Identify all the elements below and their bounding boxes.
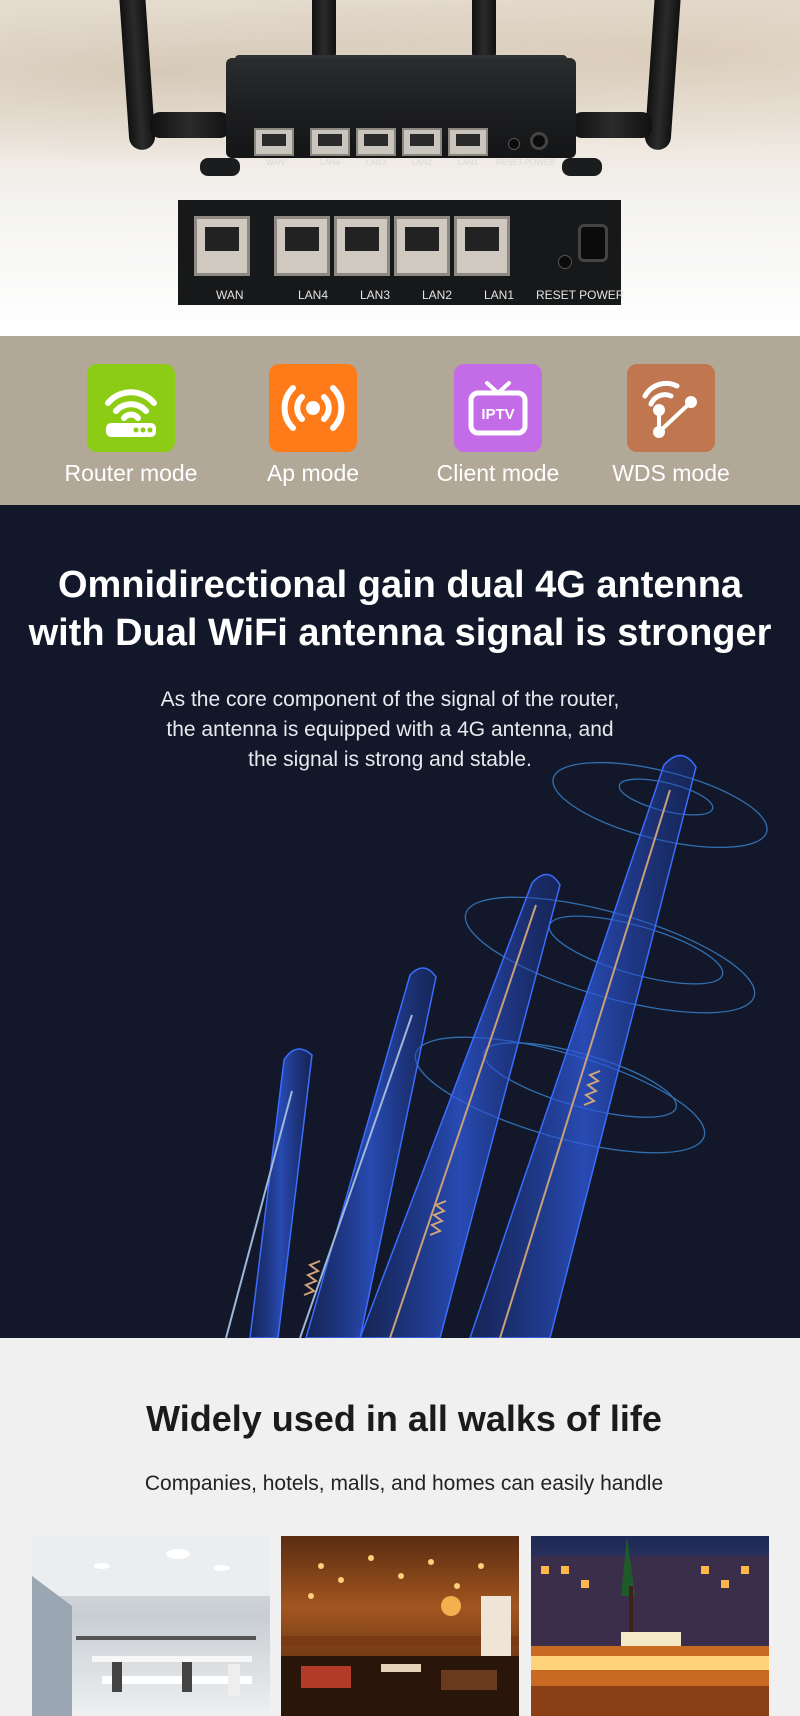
router-body: WAN LAN4 LAN3 LAN2 LAN1 RESET POWER xyxy=(226,58,576,167)
usage-title: Widely used in all walks of life xyxy=(146,1398,662,1439)
closeup-lan1-port xyxy=(454,216,510,276)
iptv-icon-text: IPTV xyxy=(481,406,514,423)
closeup-label-lan1: LAN1 xyxy=(484,288,515,302)
router-photo-section: WAN LAN4 LAN3 LAN2 LAN1 RESET POWER WAN … xyxy=(0,0,800,336)
antenna-desc-line1: As the core component of the signal of t… xyxy=(160,688,620,711)
closeup-lan3-port xyxy=(334,216,390,276)
antenna-title-line2: with Dual WiFi antenna signal is stronge… xyxy=(28,612,772,654)
antenna-description: As the core component of the signal of t… xyxy=(0,685,780,775)
lan2-port xyxy=(402,128,442,156)
mode-ap: Ap mode xyxy=(228,364,398,487)
closeup-power-jack xyxy=(578,224,608,262)
shopping-street-photo xyxy=(531,1536,769,1716)
closeup-label-wan: WAN xyxy=(216,288,244,302)
office-photo xyxy=(32,1536,270,1716)
mode-router: Router mode xyxy=(46,364,216,487)
lan3-port xyxy=(356,128,396,156)
antenna-title: Omnidirectional gain dual 4G antenna wit… xyxy=(0,561,800,657)
panel-label-lan1: LAN1 xyxy=(458,158,479,167)
panel-label-lan2: LAN2 xyxy=(412,158,433,167)
power-jack xyxy=(530,132,548,150)
antenna-hinge-right xyxy=(572,112,652,138)
lan1-port xyxy=(448,128,488,156)
mode-wds-label: WDS mode xyxy=(612,460,730,486)
closeup-lan2-port xyxy=(394,216,450,276)
usage-subtitle: Companies, hotels, malls, and homes can … xyxy=(144,1472,664,1495)
wan-port xyxy=(254,128,294,156)
router-wifi-icon xyxy=(87,364,175,452)
closeup-label-reset-power: RESET POWER xyxy=(536,288,625,302)
antenna-title-line1: Omnidirectional gain dual 4G antenna xyxy=(57,564,743,606)
mode-wds: WDS mode xyxy=(586,364,756,487)
panel-label-lan3: LAN3 xyxy=(366,158,387,167)
antenna-left-inner xyxy=(312,0,336,65)
antenna-illustration xyxy=(225,754,768,1338)
antenna-section: Omnidirectional gain dual 4G antenna wit… xyxy=(0,505,800,1338)
mode-ap-label: Ap mode xyxy=(266,460,360,486)
modes-section: Router mode Ap mode IPTV xyxy=(0,336,800,505)
router-foot-right xyxy=(562,158,602,176)
usage-section: Widely used in all walks of life Compani… xyxy=(0,1338,800,1716)
antenna-right-inner xyxy=(472,0,496,65)
iptv-icon: IPTV xyxy=(454,364,542,452)
closeup-lan4-port xyxy=(274,216,330,276)
closeup-wan-port xyxy=(194,216,250,276)
port-closeup: WAN LAN4 LAN3 LAN2 LAN1 RESET POWER xyxy=(178,200,625,305)
reset-button xyxy=(508,138,520,150)
closeup-reset-button xyxy=(558,255,572,269)
router-foot-left xyxy=(200,158,240,176)
mode-router-label: Router mode xyxy=(64,460,198,486)
lan4-port xyxy=(310,128,350,156)
restaurant-photo xyxy=(281,1536,519,1716)
broadcast-icon xyxy=(269,364,357,452)
panel-label-reset-power: RESET POWER xyxy=(496,158,555,167)
antenna-hinge-left xyxy=(150,112,230,138)
panel-label-wan: WAN xyxy=(266,158,285,167)
closeup-label-lan3: LAN3 xyxy=(360,288,391,302)
antenna-desc-line2: the antenna is equipped with a 4G antenn… xyxy=(166,718,614,741)
closeup-label-lan2: LAN2 xyxy=(422,288,453,302)
wds-link-icon xyxy=(627,364,715,452)
mode-client: IPTV Client mode xyxy=(413,364,583,487)
closeup-label-lan4: LAN4 xyxy=(298,288,329,302)
panel-label-lan4: LAN4 xyxy=(320,158,341,167)
antenna-desc-line3: the signal is strong and stable. xyxy=(248,748,532,771)
mode-client-label: Client mode xyxy=(436,460,560,486)
